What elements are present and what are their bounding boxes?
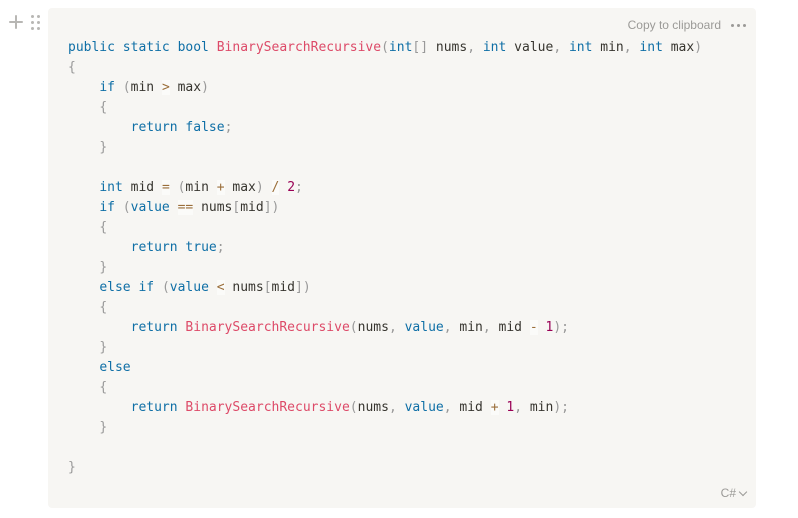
code-line: { xyxy=(99,220,108,235)
language-label: C# xyxy=(720,486,736,500)
code-line: return true; xyxy=(130,240,225,255)
code-line: if (value == nums[mid]) xyxy=(99,200,280,215)
add-block-icon[interactable] xyxy=(8,14,24,30)
code-line: return false; xyxy=(130,120,233,135)
code-line: { xyxy=(68,60,76,75)
code-line: { xyxy=(99,100,108,115)
copy-to-clipboard-button[interactable]: Copy to clipboard xyxy=(627,18,721,32)
code-line: } xyxy=(99,140,108,155)
code-toolbar: Copy to clipboard xyxy=(628,18,746,32)
code-line: return BinarySearchRecursive(nums, value… xyxy=(130,320,569,335)
language-selector[interactable]: C# xyxy=(720,486,748,500)
code-line: { xyxy=(99,380,108,395)
block-gutter xyxy=(8,14,40,30)
code-line: else if (value < nums[mid]) xyxy=(99,280,311,295)
code-line: return BinarySearchRecursive(nums, value… xyxy=(130,400,569,415)
more-options-icon[interactable] xyxy=(731,22,746,29)
code-content[interactable]: public static bool BinarySearchRecursive… xyxy=(68,38,702,478)
code-line: int mid = (min + max) / 2; xyxy=(99,180,303,195)
code-line: else xyxy=(99,360,131,375)
code-line: if (min > max) xyxy=(99,80,209,95)
code-line: public static bool BinarySearchRecursive… xyxy=(68,40,703,55)
drag-handle-icon[interactable] xyxy=(30,14,40,30)
code-block[interactable]: Copy to clipboard public static bool Bin… xyxy=(48,8,756,508)
code-line: } xyxy=(99,340,108,355)
chevron-down-icon xyxy=(738,487,748,496)
code-line: { xyxy=(99,300,108,315)
code-line: } xyxy=(99,260,108,275)
code-line: } xyxy=(99,420,108,435)
code-line: } xyxy=(68,460,76,475)
